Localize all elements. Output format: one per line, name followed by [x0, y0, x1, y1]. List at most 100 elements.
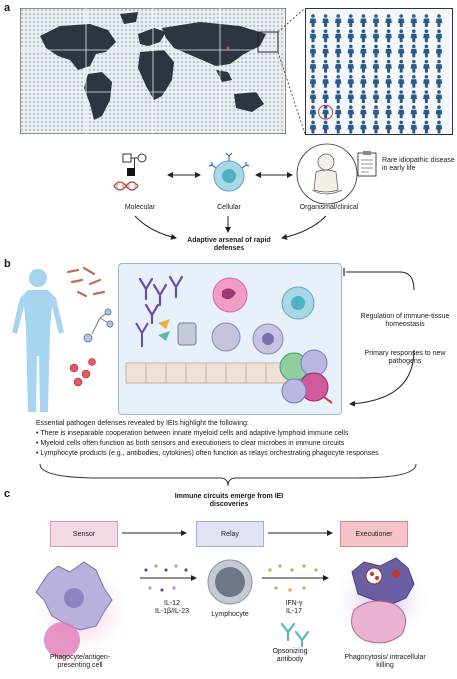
person-icon	[372, 90, 380, 103]
person-icon	[360, 59, 367, 73]
person-icon	[410, 44, 417, 58]
person-icon	[435, 90, 443, 103]
person-icon	[309, 14, 317, 27]
cytokine-label: IL-17	[286, 608, 302, 615]
person-icon	[372, 14, 380, 27]
executioner-label: Executioner	[355, 530, 393, 538]
person-icon	[372, 29, 380, 43]
person-icon	[309, 120, 317, 134]
clipboard-icon	[357, 151, 377, 177]
person-icon	[347, 29, 354, 43]
person-icon	[335, 105, 342, 119]
immune-cells-illustration	[125, 275, 333, 404]
person-icon	[398, 105, 405, 119]
person-icon	[423, 14, 430, 27]
person-icon	[322, 59, 329, 73]
person-icon	[322, 90, 329, 103]
cellular-label: Cellular	[217, 204, 241, 211]
cytokine-dot	[302, 586, 306, 590]
person-icon	[309, 59, 317, 73]
person-icon	[360, 90, 367, 103]
person-icon	[347, 120, 354, 134]
lymphocyte-label: Lymphocyte	[211, 611, 249, 618]
person-icon	[410, 105, 417, 119]
summary-bullet: • There is inseparable cooperation betwe…	[36, 430, 349, 437]
person-icon	[423, 29, 430, 43]
cytokine-dot	[184, 568, 188, 572]
arsenal-label: Adaptive arsenal of rapid defenses	[187, 237, 271, 252]
person-icon	[398, 14, 405, 27]
person-icon	[322, 44, 329, 58]
person-icon	[335, 120, 342, 134]
person-icon	[309, 75, 317, 88]
person-icon	[423, 120, 430, 134]
human-body-icon	[12, 269, 64, 412]
person-icon	[385, 90, 392, 103]
cytokine-dot	[144, 568, 148, 572]
person-icon	[347, 90, 354, 103]
person-icon	[309, 29, 317, 43]
person-icon	[372, 120, 380, 134]
person-icon	[309, 90, 317, 103]
primary-responses-label: Primary responses to new pathogens	[364, 350, 446, 365]
person-icon	[335, 44, 342, 58]
molecular-label: Molecular	[124, 204, 156, 211]
cytokine-dot	[268, 568, 272, 572]
cytokine-label: IL-1β/IL-23	[155, 608, 189, 615]
person-icon	[385, 75, 392, 88]
person-icon	[360, 120, 367, 134]
cytokine-label: IFN-γ	[285, 600, 303, 607]
person-icon	[372, 75, 380, 88]
person-icon	[385, 29, 392, 43]
person-icon	[322, 120, 329, 134]
cytokine-dot	[288, 588, 292, 592]
person-icon	[410, 90, 417, 103]
immune-circuits-title: Immune circuits emerge from IEI discover…	[174, 493, 284, 508]
cytokine-dot	[274, 586, 278, 590]
person-icon	[398, 75, 405, 88]
pathogens-icon	[66, 266, 114, 387]
panel-b-letter: b	[4, 258, 11, 270]
panel-b-summary: Essential pathogen defenses revealed by …	[36, 420, 454, 458]
cytokine-label: IL-12	[164, 600, 180, 607]
sensor-box: Sensor	[50, 521, 118, 547]
person-icon	[335, 29, 342, 43]
cytokine-dot	[160, 588, 164, 592]
person-icon	[372, 105, 380, 119]
person-icon	[435, 44, 443, 58]
world-map	[20, 8, 286, 134]
person-icon	[435, 59, 443, 73]
person-icon	[360, 105, 367, 119]
person-icon	[398, 29, 405, 43]
cytokine-dot	[278, 564, 282, 568]
person-icon	[322, 105, 329, 119]
person-icon	[347, 59, 354, 73]
panel-a-letter: a	[4, 2, 11, 14]
sensor-label: Sensor	[72, 530, 96, 538]
cytokine-dot	[172, 586, 176, 590]
person-icon	[423, 75, 430, 88]
cytokine-dot	[154, 564, 158, 568]
person-icon	[385, 44, 392, 58]
person-icon	[335, 90, 342, 103]
cytokine-dot	[314, 568, 318, 572]
cytokine-dot	[148, 586, 152, 590]
relay-label: Relay	[221, 530, 239, 538]
person-icon	[410, 14, 417, 27]
summary-bullet: • Lymphocyte products (e.g., antibodies,…	[36, 450, 379, 457]
phagocyte-label: Phagocyte/antigen-presenting cell	[49, 654, 111, 669]
person-icon	[398, 90, 405, 103]
rare-disease-label: Rare idiopathic disease in early life	[382, 157, 455, 172]
executioner-box: Executioner	[340, 521, 408, 547]
person-icon	[372, 59, 380, 73]
organismal-label: Organismal/clinical	[299, 204, 359, 211]
person-icon	[372, 44, 380, 58]
person-icon	[360, 44, 367, 58]
opsonizing-label: Opsonizing antibody	[272, 648, 308, 663]
person-icon	[410, 75, 417, 88]
phagocytosis-label: Phagocytosis/ intracellular killing	[344, 654, 426, 669]
person-icon	[423, 105, 430, 119]
person-icon	[347, 44, 354, 58]
person-icon	[385, 105, 392, 119]
person-icon	[398, 44, 405, 58]
